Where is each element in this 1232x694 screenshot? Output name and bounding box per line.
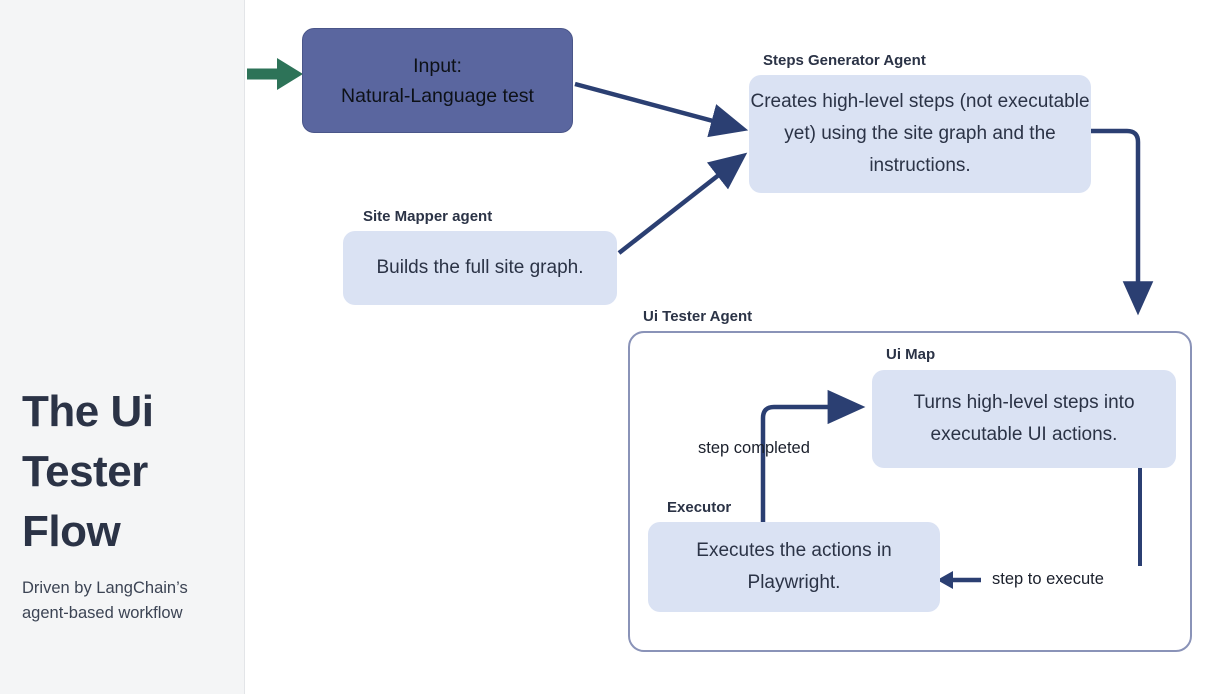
node-site-mapper-text: Builds the full site graph. [376,257,584,278]
page-title: The Ui Tester Flow [22,387,154,556]
node-steps-generator[interactable]: Creates high-level steps (not executable… [749,75,1091,193]
node-executor[interactable]: Executes the actions in Playwright. [648,522,940,612]
page-subtitle: Driven by LangChain’s agent-based workfl… [22,579,188,622]
edge-input-to-steps [574,81,749,138]
edge-steps-to-tester [1091,128,1154,316]
node-label-ui-map: Ui Map [886,346,936,363]
node-steps-generator-text: Creates high-level steps (not executable… [750,91,1090,176]
sidebar: The Ui Tester Flow Driven by LangChain’s… [0,0,245,694]
node-label-steps-generator: Steps Generator Agent [763,52,926,69]
node-input[interactable]: Input: Natural-Language test [302,28,573,133]
node-executor-text: Executes the actions in Playwright. [696,540,892,593]
node-label-site-mapper: Site Mapper agent [363,208,493,225]
node-label-executor: Executor [667,499,732,516]
edge-label-step-to-execute: step to execute [992,570,1104,588]
node-ui-map-text: Turns high-level steps into executable U… [913,392,1135,445]
node-input-text: Input: Natural-Language test [341,54,534,107]
diagram-canvas: Ui Tester Agent Input: Natural-Language … [245,0,1232,694]
edge-mapper-to-steps [617,152,748,255]
node-ui-map[interactable]: Turns high-level steps into executable U… [872,370,1176,468]
group-ui-tester-agent[interactable] [628,331,1192,652]
edge-entry-arrow [247,58,303,90]
edge-label-step-completed: step completed [698,439,810,457]
node-site-mapper[interactable]: Builds the full site graph. [343,231,617,305]
group-label-ui-tester-agent: Ui Tester Agent [643,308,753,325]
